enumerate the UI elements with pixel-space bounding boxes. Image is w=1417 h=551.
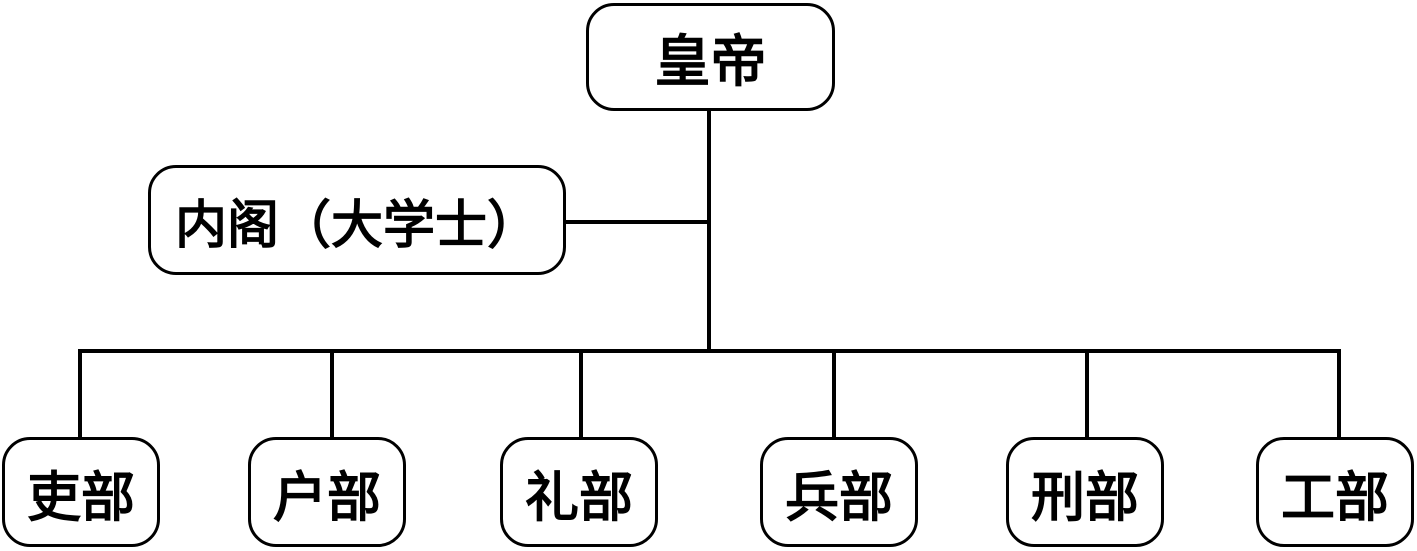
department-label: 工部: [1281, 464, 1389, 529]
department-node-war: 兵部: [760, 437, 918, 547]
emperor-label: 皇帝: [654, 28, 767, 95]
department-node-rites: 礼部: [500, 437, 658, 547]
department-label: 刑部: [1031, 464, 1139, 529]
department-node-justice: 刑部: [1006, 437, 1164, 547]
cabinet-label: 内阁（大学士）: [174, 194, 539, 256]
emperor-node: 皇帝: [586, 3, 835, 111]
department-node-personnel: 吏部: [2, 437, 160, 547]
department-node-works: 工部: [1256, 437, 1414, 547]
department-label: 礼部: [525, 464, 633, 529]
cabinet-node: 内阁（大学士）: [148, 165, 566, 275]
department-label: 兵部: [785, 464, 893, 529]
department-label: 吏部: [27, 464, 135, 529]
department-node-revenue: 户部: [248, 437, 406, 547]
department-label: 户部: [273, 464, 381, 529]
